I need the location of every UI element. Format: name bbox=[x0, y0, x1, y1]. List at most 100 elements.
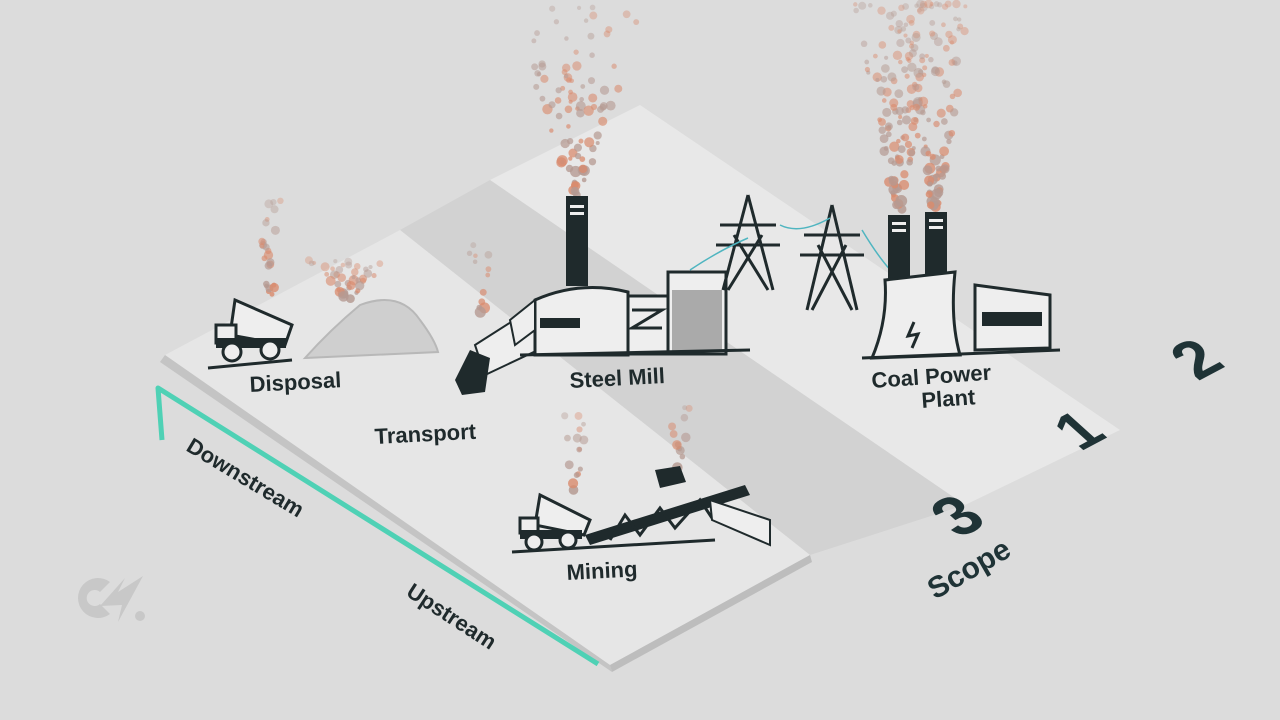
smoke-particle bbox=[270, 225, 280, 235]
smoke-particle bbox=[931, 66, 940, 74]
smoke-particle bbox=[330, 266, 335, 272]
smoke-particle bbox=[611, 63, 617, 69]
smoke-particle bbox=[916, 6, 925, 15]
smoke-particle bbox=[549, 128, 554, 133]
smoke-particle bbox=[886, 11, 895, 20]
smoke-particle bbox=[946, 138, 952, 145]
smoke-particle bbox=[605, 100, 616, 111]
smoke-particle bbox=[908, 149, 916, 157]
smoke-particle bbox=[903, 33, 908, 38]
smoke-particle bbox=[898, 114, 903, 120]
smoke-particle bbox=[929, 30, 936, 37]
smoke-particle bbox=[898, 59, 903, 65]
smoke-particle bbox=[534, 30, 540, 37]
smoke-particle bbox=[853, 2, 858, 7]
smoke-particle bbox=[927, 181, 933, 187]
smoke-particle bbox=[681, 432, 691, 443]
smoke-particle bbox=[325, 275, 336, 286]
smoke-particle bbox=[940, 164, 950, 174]
smoke-particle bbox=[867, 3, 873, 8]
smoke-particle bbox=[262, 219, 270, 227]
smoke-particle bbox=[269, 291, 275, 297]
smoke-particle bbox=[568, 156, 573, 161]
smoke-particle bbox=[478, 298, 486, 306]
smoke-particle bbox=[924, 0, 933, 9]
smoke-particle bbox=[914, 3, 919, 9]
smoke-particle bbox=[583, 18, 589, 23]
smoke-particle bbox=[963, 4, 968, 9]
smoke-particle bbox=[263, 280, 270, 288]
upstream-downstream-axis bbox=[155, 385, 600, 667]
smoke-particle bbox=[466, 250, 473, 256]
smoke-particle bbox=[576, 446, 583, 453]
smoke-particle bbox=[266, 258, 275, 267]
scope-2-number: 2 bbox=[1156, 328, 1238, 391]
smoke-particle bbox=[891, 160, 897, 166]
smoke-particle bbox=[957, 23, 964, 30]
power-tower-icon bbox=[716, 194, 864, 311]
smoke-particle bbox=[270, 205, 279, 214]
smoke-particle bbox=[947, 35, 957, 45]
smoke-particle bbox=[924, 53, 929, 59]
smoke-particle bbox=[338, 291, 349, 302]
label-upstream: Upstream bbox=[402, 578, 501, 654]
smoke-particle bbox=[258, 237, 266, 246]
smoke-particle bbox=[897, 29, 902, 34]
smoke-particle bbox=[894, 26, 903, 35]
conveyor-icon bbox=[511, 466, 771, 554]
smoke-particle bbox=[929, 31, 939, 41]
smoke-particle bbox=[864, 66, 871, 73]
plane-edge bbox=[160, 355, 612, 672]
smoke-particle bbox=[911, 32, 921, 42]
smoke-particle bbox=[584, 137, 595, 148]
smoke-particle bbox=[929, 1, 934, 7]
smoke-particle bbox=[354, 280, 365, 291]
smoke-particle bbox=[904, 73, 910, 79]
dump-truck-icon bbox=[207, 297, 294, 370]
smoke-particle bbox=[566, 124, 571, 129]
smoke-particle bbox=[881, 98, 887, 103]
smoke-particle bbox=[941, 79, 947, 85]
smoke-particle bbox=[269, 282, 279, 293]
smoke-particle bbox=[304, 256, 313, 265]
smoke-particle bbox=[672, 440, 682, 450]
smoke-particle bbox=[889, 141, 900, 152]
smoke-particle bbox=[890, 10, 897, 17]
smoke-particle bbox=[561, 69, 568, 75]
smoke-particle bbox=[898, 179, 910, 191]
smoke-particle bbox=[901, 133, 910, 142]
smoke-particle bbox=[939, 146, 949, 157]
label-disposal: Disposal bbox=[249, 367, 342, 397]
smoke-particle bbox=[598, 116, 608, 126]
smoke-particle bbox=[910, 43, 919, 52]
smoke-particle bbox=[929, 20, 936, 26]
smoke-particle bbox=[576, 426, 583, 433]
smoke-particle bbox=[901, 106, 909, 114]
smoke-particle bbox=[595, 140, 600, 146]
label-steel-mill: Steel Mill bbox=[569, 363, 666, 393]
smoke-particle bbox=[539, 95, 546, 102]
smoke-particle bbox=[587, 32, 595, 40]
smoke-particle bbox=[566, 138, 574, 145]
smoke-particle bbox=[575, 101, 586, 111]
smoke-particle bbox=[574, 152, 582, 160]
smoke-particle bbox=[860, 40, 868, 48]
smoke-particle bbox=[933, 37, 943, 47]
smoke-particle bbox=[890, 103, 898, 111]
smoke-particle bbox=[888, 24, 895, 31]
smoke-particle bbox=[936, 108, 946, 118]
smoke-particle bbox=[878, 126, 887, 134]
smoke-particle bbox=[881, 64, 890, 73]
smoke-particle bbox=[880, 75, 888, 83]
smoke-particle bbox=[933, 120, 940, 128]
smoke-particle bbox=[908, 49, 917, 58]
power-tower-icon bbox=[800, 204, 864, 311]
smoke-particle bbox=[335, 265, 344, 274]
smoke-particle bbox=[937, 2, 943, 8]
smoke-particle bbox=[907, 58, 912, 63]
label-mining: Mining bbox=[566, 556, 638, 585]
smoke-particle bbox=[953, 16, 958, 22]
smoke-particle bbox=[589, 52, 595, 58]
smoke-particle bbox=[333, 258, 338, 264]
smoke-particle bbox=[564, 434, 571, 442]
